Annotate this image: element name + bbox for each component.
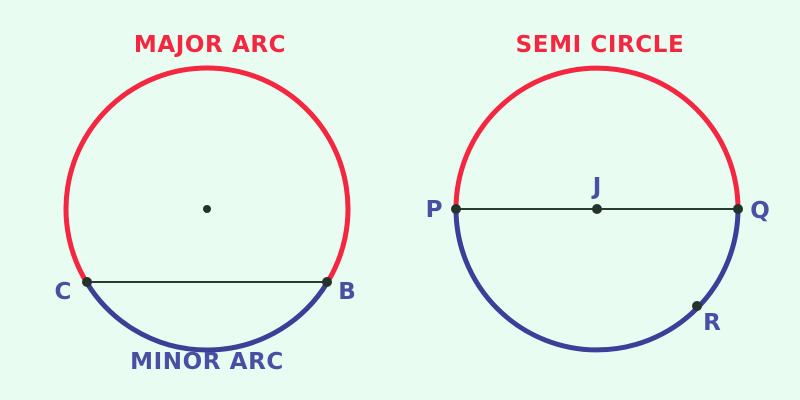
point-c-dot [82,277,92,287]
figure-arcs-circle: MAJOR ARC MINOR ARC C B [55,32,356,375]
point-p-dot [451,204,461,214]
point-q-label: Q [750,198,770,224]
point-b-dot [322,277,332,287]
lower-semicircle-path [453,206,741,353]
point-j-dot [592,204,602,214]
point-j-label: J [591,174,602,200]
point-b-label: B [338,279,356,305]
major-arc-path [63,65,351,285]
major-arc-label: MAJOR ARC [134,32,286,58]
point-q-dot [733,204,743,214]
figure-semi-circle: SEMI CIRCLE P J Q R [426,32,770,353]
point-p-label: P [426,197,443,223]
upper-semicircle-path [453,65,741,212]
minor-arc-path [84,279,330,353]
point-r-label: R [703,310,721,336]
center-dot [203,205,211,213]
minor-arc-label: MINOR ARC [130,349,284,375]
semi-circle-label: SEMI CIRCLE [516,32,685,58]
point-c-label: C [55,279,72,305]
point-r-dot [692,301,702,311]
